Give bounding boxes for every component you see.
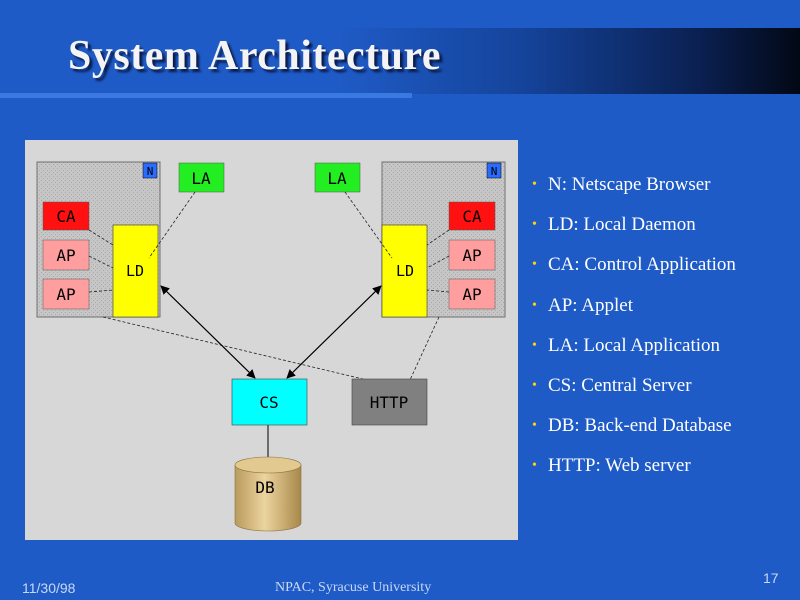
- left-ap-box-1: [42, 239, 90, 271]
- cs-box: [231, 378, 308, 426]
- bullet-icon: •: [532, 177, 537, 192]
- right-ap-box-2: [448, 278, 496, 310]
- right-ca-to-ld-link: [426, 229, 450, 246]
- slide-title: System Architecture: [68, 33, 442, 79]
- legend-item: • DB: Back-end Database: [532, 411, 736, 451]
- legend-text: HTTP: Web server: [548, 455, 691, 477]
- left-ap-box-2: [42, 278, 90, 310]
- legend-text: CA: Control Application: [548, 254, 736, 276]
- right-ca-label: CA: [462, 207, 482, 226]
- left-la-label: LA: [191, 169, 211, 188]
- bullet-icon: •: [532, 217, 537, 233]
- left-ld-box: [112, 224, 159, 318]
- cs-label: CS: [259, 393, 278, 412]
- right-ld-to-cs-arrow: [286, 285, 382, 379]
- right-netscape-badge-label: N: [491, 165, 498, 178]
- right-ap-to-ld-link: [426, 255, 450, 269]
- left-ap-label-1: AP: [56, 246, 75, 265]
- db-cylinder: [234, 456, 302, 532]
- http-label: HTTP: [370, 393, 409, 412]
- left-la-box: [178, 162, 225, 193]
- architecture-diagram: N CA AP AP LD LA N CA AP AP LD LA: [25, 140, 518, 540]
- bullet-icon: •: [532, 458, 537, 474]
- page-number: 17: [763, 570, 779, 586]
- right-ap2-to-ld-link: [426, 289, 450, 293]
- right-ld-box: [381, 224, 428, 318]
- bullet-icon: •: [532, 418, 537, 434]
- bullet-icon: •: [532, 337, 537, 353]
- right-ap-box-1: [448, 239, 496, 271]
- legend-text: LD: Local Daemon: [548, 214, 696, 236]
- right-ca-box: [448, 201, 496, 231]
- legend-item: • LA: Local Application: [532, 331, 736, 371]
- left-ap2-to-ld-link: [88, 289, 114, 293]
- legend-item: • CS: Central Server: [532, 371, 736, 411]
- left-ld-label: LD: [126, 262, 144, 280]
- bullet-icon: •: [532, 257, 537, 273]
- legend-text: DB: Back-end Database: [548, 415, 732, 437]
- title-band: [0, 28, 800, 94]
- legend-text: N: Netscape Browser: [548, 174, 711, 195]
- legend-text: AP: Applet: [548, 294, 633, 316]
- bullet-icon: •: [532, 377, 537, 393]
- legend-item: • CA: Control Application: [532, 250, 736, 290]
- legend-text: CS: Central Server: [548, 374, 692, 396]
- left-ld-to-cs-arrow: [160, 285, 256, 379]
- footer-date: 11/30/98: [22, 580, 76, 596]
- right-ap-label-2: AP: [462, 285, 481, 304]
- right-la-to-ld-link: [344, 191, 393, 259]
- right-netscape-badge: [486, 162, 502, 179]
- footer-organization: NPAC, Syracuse University: [275, 580, 432, 595]
- right-ld-label: LD: [396, 262, 414, 280]
- right-la-box: [314, 162, 361, 193]
- left-ld-to-http-link: [102, 316, 368, 381]
- legend-text: LA: Local Application: [548, 334, 721, 356]
- right-ap-label-1: AP: [462, 246, 481, 265]
- legend-list: • N: Netscape Browser • LD: Local Daemon •…: [532, 170, 736, 492]
- left-ap-label-2: AP: [56, 285, 75, 304]
- legend-item: • AP: Applet: [532, 291, 736, 331]
- bullet-icon: •: [532, 297, 537, 313]
- http-box: [351, 378, 428, 426]
- diagram-svg: N CA AP AP LD LA N CA AP AP LD LA: [36, 161, 506, 532]
- left-la-to-ld-link: [148, 191, 196, 259]
- db-label: DB: [255, 478, 274, 497]
- left-netscape-badge: [142, 162, 158, 179]
- left-ap-to-ld-link: [88, 255, 114, 269]
- right-ld-to-http-link: [409, 316, 440, 381]
- legend-item: • HTTP: Web server: [532, 451, 736, 491]
- right-la-label: LA: [327, 169, 347, 188]
- legend-item: • LD: Local Daemon: [532, 210, 736, 250]
- left-ca-label: CA: [56, 207, 76, 226]
- left-ca-box: [42, 201, 90, 231]
- title-underline: [0, 93, 412, 98]
- legend-item: • N: Netscape Browser: [532, 170, 736, 210]
- left-netscape-badge-label: N: [147, 165, 154, 178]
